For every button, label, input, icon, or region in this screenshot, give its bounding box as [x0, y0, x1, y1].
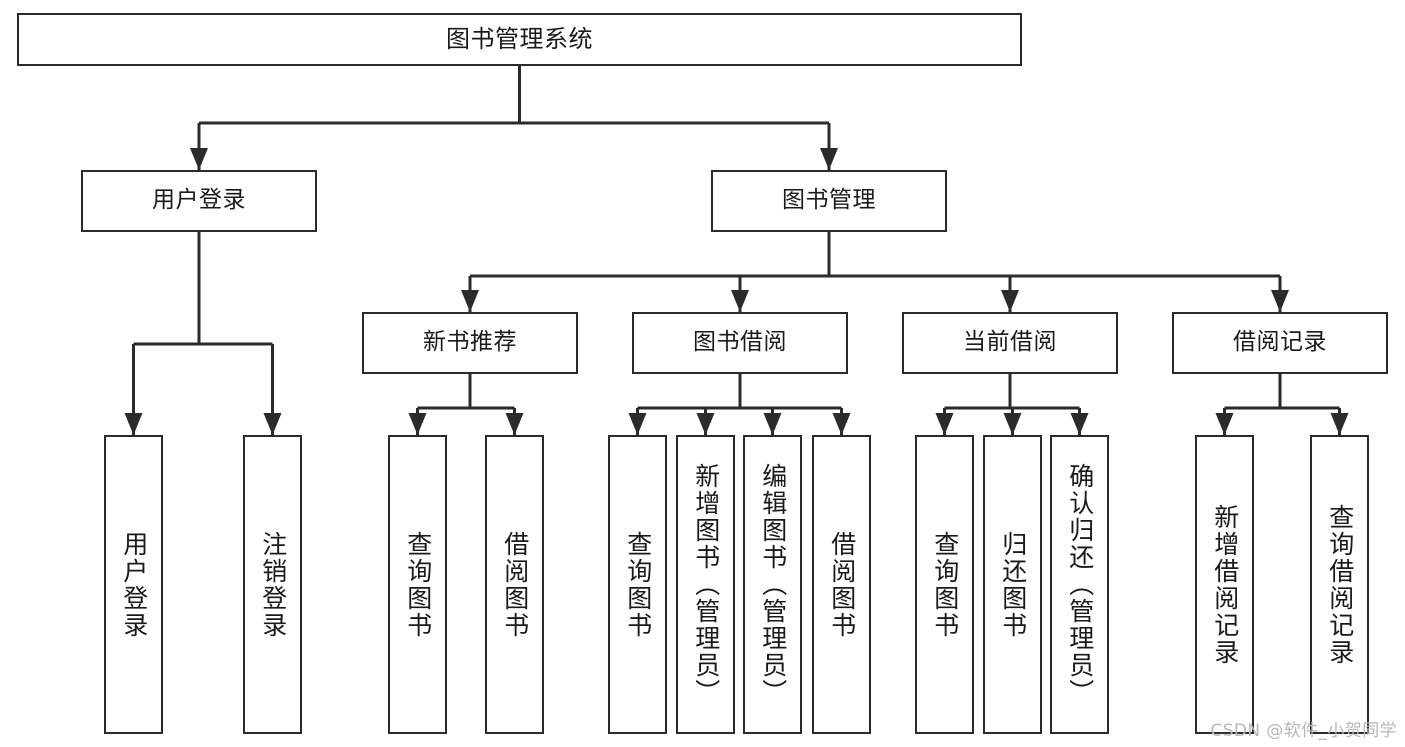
connector-arrowhead: [696, 413, 715, 435]
node-label: 借阅记录: [1233, 329, 1327, 356]
node-label: 新增图书（管理员）: [691, 463, 721, 706]
node-records[interactable]: 借阅记录: [1172, 312, 1388, 374]
node-label: 当前借阅: [963, 329, 1057, 356]
node-login-1[interactable]: 用户登录: [104, 435, 163, 734]
node-bookmgmt[interactable]: 图书管理: [711, 170, 947, 232]
node-label: 图书管理系统: [446, 25, 593, 54]
connector-arrowhead: [124, 413, 143, 435]
node-label: 图书管理: [782, 187, 876, 214]
node-newbook-2[interactable]: 借阅图书: [485, 435, 544, 734]
node-label: 查询图书: [403, 530, 433, 639]
connector-arrowhead: [628, 413, 647, 435]
node-label: 新书推荐: [423, 329, 517, 356]
node-current-1[interactable]: 查询图书: [915, 435, 974, 734]
node-label: 注销登录: [258, 530, 288, 639]
node-label: 用户登录: [152, 187, 246, 214]
connector-arrowhead: [1271, 290, 1289, 312]
node-label: 查询图书: [930, 530, 960, 639]
node-newbook[interactable]: 新书推荐: [362, 312, 578, 374]
connector-arrowhead: [731, 290, 749, 312]
node-login-2[interactable]: 注销登录: [243, 435, 302, 734]
node-label: 用户登录: [119, 530, 149, 639]
connector-arrowhead: [935, 413, 954, 435]
node-label: 查询图书: [623, 530, 653, 639]
node-login[interactable]: 用户登录: [81, 170, 317, 232]
node-label: 图书借阅: [693, 329, 787, 356]
connector-arrowhead: [1330, 413, 1349, 435]
connector-arrowhead: [832, 413, 851, 435]
node-label: 新增借阅记录: [1210, 503, 1240, 666]
node-root[interactable]: 图书管理系统: [17, 13, 1022, 66]
connector-arrowhead: [263, 413, 282, 435]
connector-arrowhead: [1001, 290, 1019, 312]
watermark-label: CSDN @软件_小贺同学: [1210, 721, 1397, 741]
node-newbook-1[interactable]: 查询图书: [388, 435, 447, 734]
node-borrow-1[interactable]: 查询图书: [608, 435, 667, 734]
node-label: 借阅图书: [827, 530, 857, 639]
connector-arrowhead: [190, 148, 208, 170]
node-current-2[interactable]: 归还图书: [983, 435, 1042, 734]
node-records-1[interactable]: 新增借阅记录: [1195, 435, 1254, 734]
node-label: 编辑图书（管理员）: [758, 463, 788, 706]
node-borrow[interactable]: 图书借阅: [632, 312, 848, 374]
node-label: 确认归还（管理员）: [1065, 463, 1095, 706]
node-label: 查询借阅记录: [1325, 503, 1355, 666]
connector-arrowhead: [505, 413, 524, 435]
node-label: 借阅图书: [500, 530, 530, 639]
node-current[interactable]: 当前借阅: [902, 312, 1118, 374]
connector-arrowhead: [1070, 413, 1089, 435]
connector-arrowhead: [1215, 413, 1234, 435]
node-label: 归还图书: [998, 530, 1028, 639]
node-records-2[interactable]: 查询借阅记录: [1310, 435, 1369, 734]
connector-arrowhead: [408, 413, 427, 435]
node-current-3[interactable]: 确认归还（管理员）: [1050, 435, 1109, 734]
node-borrow-3[interactable]: 编辑图书（管理员）: [743, 435, 802, 734]
connector-arrowhead: [763, 413, 782, 435]
connector-arrowhead: [461, 290, 479, 312]
node-borrow-2[interactable]: 新增图书（管理员）: [676, 435, 735, 734]
node-borrow-4[interactable]: 借阅图书: [812, 435, 871, 734]
connector-arrowhead: [1003, 413, 1022, 435]
connector-arrowhead: [820, 148, 838, 170]
